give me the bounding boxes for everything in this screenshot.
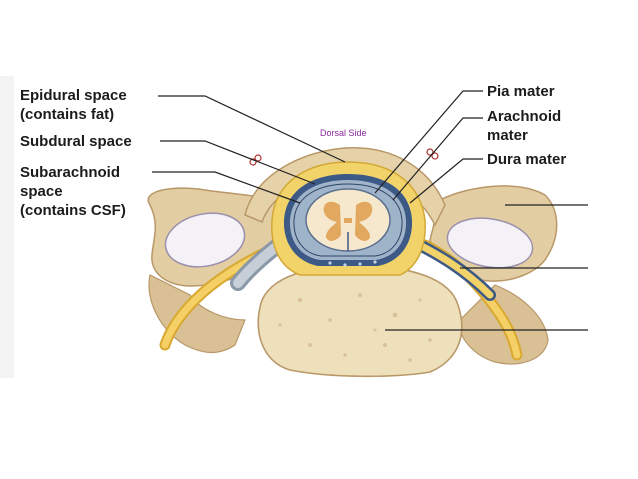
label-arachnoid-line1: Arachnoid (487, 108, 561, 125)
meninges-and-cord (271, 161, 426, 276)
label-arachnoid-line2: mater (487, 127, 528, 144)
vessel-dots (328, 260, 377, 267)
grey-matter (323, 201, 373, 241)
leader-pia (374, 90, 483, 194)
label-dura-mater: Dura mater (487, 151, 566, 168)
arachnoid-layer (293, 183, 403, 257)
subtitle-dorsal-side: Dorsal Side (320, 128, 367, 138)
vertebral-body-texture (278, 293, 432, 362)
leader-epidural (158, 95, 346, 163)
label-subarachnoid-line3: (contains CSF) (20, 202, 126, 219)
leader-arachnoid (392, 117, 483, 201)
mark-left (249, 154, 262, 166)
label-epidural-line1: Epidural space (20, 87, 127, 104)
left-margin-band (0, 76, 14, 378)
vertebral-body (257, 265, 463, 378)
label-epidural-line2: (contains fat) (20, 106, 114, 123)
label-subarachnoid-line2: space (20, 183, 63, 200)
leader-subarachnoid (152, 171, 301, 204)
transverse-foramen-right (446, 217, 534, 269)
transverse-foramen-left (164, 212, 246, 268)
leader-subdural (160, 140, 316, 185)
label-subarachnoid-line1: Subarachnoid (20, 164, 120, 181)
leader-dura (409, 158, 483, 204)
label-subdural: Subdural space (20, 133, 132, 150)
leader-lines (152, 90, 588, 331)
label-pia-mater: Pia mater (487, 83, 555, 100)
